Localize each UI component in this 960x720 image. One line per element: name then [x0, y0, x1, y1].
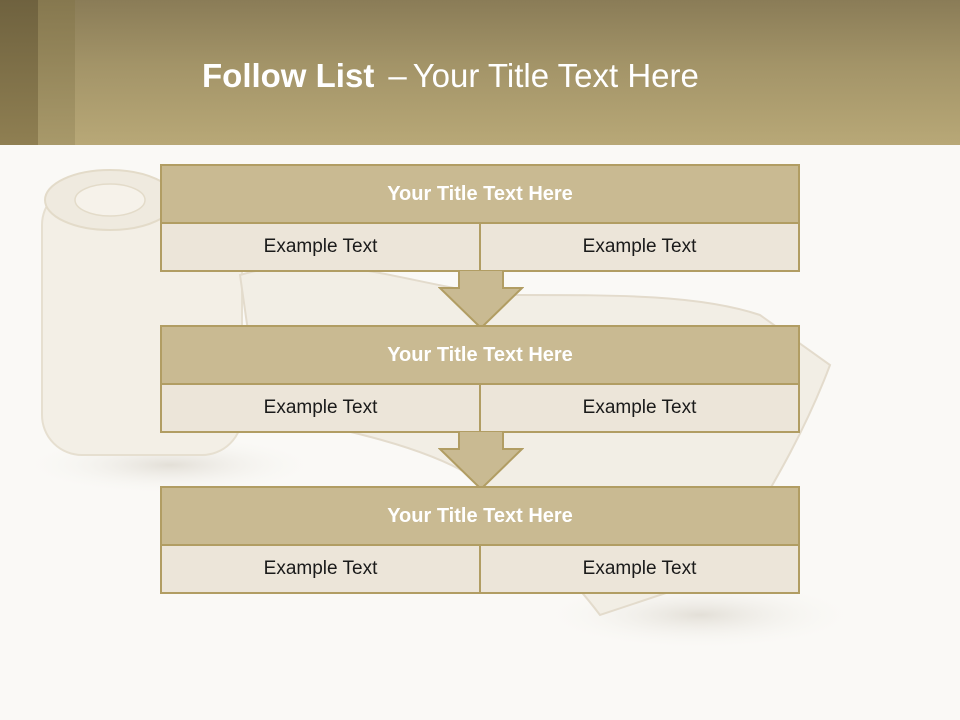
slide-title-rest: Your Title Text Here: [412, 57, 699, 94]
step-title: Your Title Text Here: [162, 488, 798, 546]
step-row: Example Text Example Text: [162, 385, 798, 431]
step-title: Your Title Text Here: [162, 327, 798, 385]
header-accent-strip: [0, 0, 38, 145]
slide-title-bold: Follow List: [202, 57, 375, 94]
step-cell-left: Example Text: [162, 224, 479, 270]
step-cell-left: Example Text: [162, 546, 479, 592]
step-row: Example Text Example Text: [162, 224, 798, 270]
slide-title-dash: –: [388, 57, 407, 94]
slide-title: Follow List–Your Title Text Here: [202, 52, 699, 100]
header-band: Follow List–Your Title Text Here: [0, 0, 960, 145]
step-box-1: Your Title Text Here Example Text Exampl…: [160, 164, 800, 272]
down-arrow-icon: [438, 431, 524, 491]
header-accent-strip-2: [38, 0, 75, 145]
step-row: Example Text Example Text: [162, 546, 798, 592]
step-cell-right: Example Text: [479, 385, 798, 431]
step-cell-right: Example Text: [479, 224, 798, 270]
step-box-2: Your Title Text Here Example Text Exampl…: [160, 325, 800, 433]
step-box-3: Your Title Text Here Example Text Exampl…: [160, 486, 800, 594]
step-title: Your Title Text Here: [162, 166, 798, 224]
step-cell-right: Example Text: [479, 546, 798, 592]
down-arrow-icon: [438, 270, 524, 330]
step-cell-left: Example Text: [162, 385, 479, 431]
